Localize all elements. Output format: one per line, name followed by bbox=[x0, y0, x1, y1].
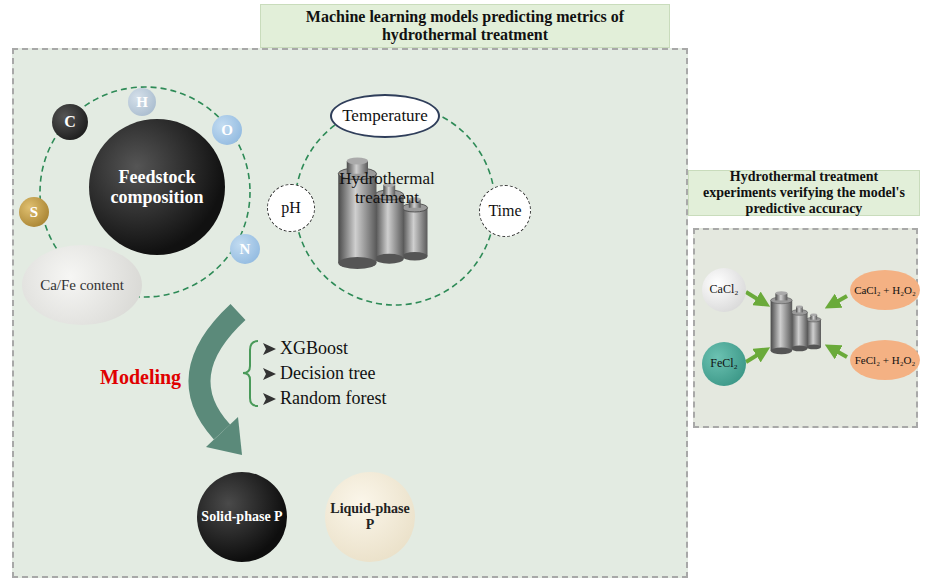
modeling-label: Modeling bbox=[100, 366, 181, 388]
reagent-circle: FeCl₂ bbox=[702, 342, 746, 386]
reagent-oval: CaCl₂ + H₂O₂ bbox=[850, 270, 920, 310]
element-circle: S bbox=[19, 197, 49, 227]
panel-heading: Machine learning models predicting metri… bbox=[260, 4, 670, 48]
node-text: Time bbox=[486, 202, 523, 220]
node-text: N bbox=[238, 241, 253, 258]
node-text: Feedstock composition bbox=[89, 167, 225, 207]
content-oval: Ca/Fe content bbox=[22, 245, 142, 325]
output-circle: Solid-phase P bbox=[197, 472, 287, 562]
node-text: Ca/Fe content bbox=[38, 277, 126, 294]
node-text: CaCl₂ + H₂O₂ bbox=[852, 284, 918, 296]
output-circle: Liquid-phase P bbox=[325, 472, 415, 562]
node-text: O bbox=[219, 122, 235, 139]
node-text: Liquid-phase P bbox=[325, 501, 415, 532]
reagent-oval: FeCl₂ + H₂O₂ bbox=[850, 340, 920, 380]
node-text: Temperature bbox=[340, 106, 430, 125]
node-text: pH bbox=[279, 199, 303, 217]
element-circle: N bbox=[230, 234, 260, 264]
node-text: Hydrothermal treatment bbox=[322, 169, 452, 207]
node-text: Solid-phase P bbox=[199, 509, 284, 525]
model-name: Decision tree bbox=[280, 364, 375, 384]
parameter-ellipse: Temperature bbox=[330, 94, 440, 138]
node-text: CaCl₂ bbox=[708, 283, 741, 296]
node-text: FeCl₂ + H₂O₂ bbox=[853, 354, 918, 366]
node-text: H bbox=[134, 94, 150, 111]
node-text: C bbox=[62, 113, 78, 131]
node-text: FeCl₂ bbox=[708, 357, 740, 370]
parameter-circle: pH bbox=[267, 184, 315, 232]
panel: Machine learning models predicting metri… bbox=[12, 48, 688, 578]
element-circle: C bbox=[52, 104, 88, 140]
feedstock-circle: Feedstock composition bbox=[89, 119, 225, 255]
reactor-label: Hydrothermal treatment bbox=[322, 162, 452, 214]
model-name: Random forest bbox=[280, 389, 386, 409]
reagent-circle: CaCl₂ bbox=[702, 268, 746, 312]
node-text: S bbox=[28, 204, 40, 221]
panel-heading: Hydrothermal treatment experiments verif… bbox=[688, 170, 920, 216]
element-circle: H bbox=[128, 88, 156, 116]
parameter-circle: Time bbox=[479, 185, 531, 237]
element-circle: O bbox=[212, 115, 242, 145]
model-name: XGBoost bbox=[280, 339, 348, 359]
